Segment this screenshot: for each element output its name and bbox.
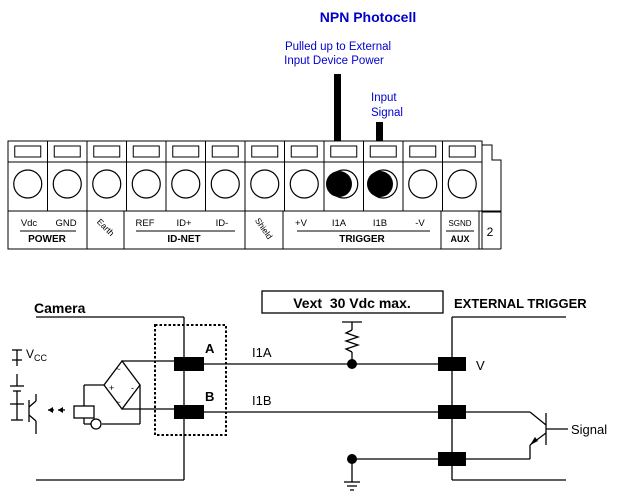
- terminal-label-i1b: I1B: [373, 218, 387, 229]
- terminal-slot: [369, 145, 397, 158]
- terminal-screw: [289, 169, 319, 199]
- pullup-label-line1: Pulled up to External: [285, 41, 391, 53]
- terminal-label-minus-v: -V: [415, 218, 425, 229]
- terminal-slot: [251, 145, 279, 158]
- input-label-line1: Input: [371, 92, 397, 104]
- light-arrow-icon: [58, 407, 63, 413]
- input-label-line2: Signal: [371, 107, 403, 119]
- terminal-screw: [92, 169, 122, 199]
- vext-box: [261, 290, 444, 314]
- group-label-id-net: ID-NET: [167, 234, 200, 245]
- terminal-a-label: A: [205, 341, 215, 356]
- terminal-label-gnd: GND: [55, 218, 76, 229]
- terminal-screw: [52, 169, 82, 199]
- ext-pad-v: [438, 357, 466, 371]
- terminal-label-sgnd: SGND: [448, 219, 471, 228]
- light-arrow-icon: [48, 407, 53, 413]
- terminal-screw: [250, 169, 280, 199]
- terminal-label-ref: REF: [136, 218, 155, 229]
- camera-label: Camera: [34, 300, 86, 316]
- vext-label: Vext 30 Vdc max.: [293, 295, 411, 311]
- terminal-label-i1a: I1A: [332, 218, 347, 229]
- wire-end-i1a: [326, 171, 352, 197]
- terminal-screw: [408, 169, 438, 199]
- diagram-title: NPN Photocell: [320, 9, 416, 25]
- terminal-screw: [210, 169, 240, 199]
- schematic: [10, 316, 568, 491]
- terminal-slot: [448, 145, 476, 158]
- v-terminal-label: V: [476, 358, 485, 373]
- terminal-slot: [93, 145, 121, 158]
- terminal-block: Vdc GND POWER Earth REF ID+ ID- ID-NET S…: [7, 140, 502, 250]
- group-label-power: POWER: [28, 234, 67, 245]
- terminal-slot: [132, 145, 160, 158]
- terminal-label-vdc: Vdc: [21, 218, 38, 229]
- terminal-slot: [290, 145, 318, 158]
- terminal-screw: [447, 169, 477, 199]
- terminal-slot: [172, 145, 200, 158]
- terminal-screw: [13, 169, 43, 199]
- signal-label: Signal: [571, 422, 607, 437]
- group-label-trigger: TRIGGER: [339, 234, 385, 245]
- wire-end-i1b: [367, 171, 393, 197]
- wire-i1a-label: I1A: [252, 345, 272, 360]
- junction-dot: [347, 454, 357, 464]
- terminal-b-label: B: [205, 389, 214, 404]
- bridge-ac-marker: ~: [116, 398, 121, 407]
- terminal-slot: [409, 145, 437, 158]
- pullup-wire: [334, 74, 341, 184]
- ext-pad-gnd: [438, 452, 466, 466]
- terminal-slot: [330, 145, 358, 158]
- terminal-slot: [211, 145, 239, 158]
- wire-i1b-label: I1B: [252, 393, 272, 408]
- bridge-plus-marker: +: [109, 383, 114, 393]
- terminal-screw: [131, 169, 161, 199]
- terminal-block-end-tab: [481, 144, 502, 213]
- bridge-minus-marker: -: [131, 383, 134, 393]
- pullup-label-line2: Input Device Power: [284, 55, 384, 67]
- terminal-label-plus-v: +V: [295, 218, 308, 229]
- terminal-slot: [14, 145, 42, 158]
- terminal-label-2: 2: [487, 225, 494, 239]
- terminal-label-id-plus: ID+: [176, 218, 192, 229]
- group-label-aux: AUX: [450, 234, 469, 244]
- terminal-slot: [53, 145, 81, 158]
- transistor-arrow-icon: [530, 437, 538, 445]
- vcc-label: VCC: [26, 347, 48, 363]
- junction-dot: [347, 359, 357, 369]
- terminal-pad-a: [174, 357, 204, 371]
- ext-pad-signal: [438, 405, 466, 419]
- terminal-screw: [171, 169, 201, 199]
- bridge-ac-marker: ~: [116, 365, 121, 374]
- terminal-pad-b: [174, 405, 204, 419]
- external-trigger-label: EXTERNAL TRIGGER: [454, 296, 587, 311]
- terminal-label-id-minus: ID-: [216, 218, 229, 229]
